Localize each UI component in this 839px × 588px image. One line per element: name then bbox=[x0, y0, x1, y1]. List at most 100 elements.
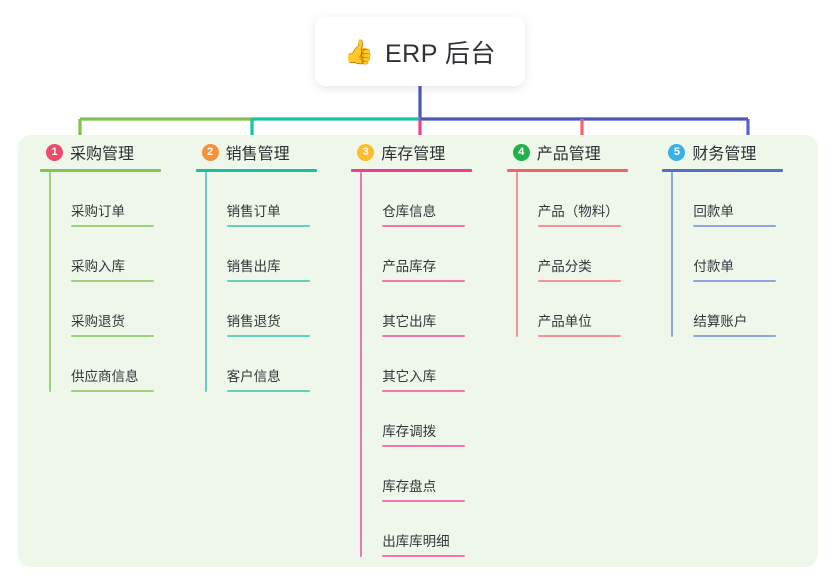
branch-item-label: 采购订单 bbox=[71, 204, 125, 220]
branch-item[interactable]: 采购退货 bbox=[49, 282, 196, 337]
branch-spine bbox=[360, 172, 363, 557]
branch-item-label: 付款单 bbox=[693, 259, 734, 275]
branch-item-rule bbox=[537, 280, 621, 282]
branch-item-list: 回款单付款单结算账户 bbox=[662, 172, 818, 337]
branch-item[interactable]: 销售退货 bbox=[205, 282, 352, 337]
branch-item-label: 结算账户 bbox=[693, 314, 748, 330]
branch-item-rule bbox=[71, 225, 154, 227]
branch-item[interactable]: 产品库存 bbox=[360, 227, 507, 282]
branch-item-label: 产品分类 bbox=[537, 259, 592, 275]
branch-item-rule bbox=[693, 280, 777, 282]
branch-item[interactable]: 其它出库 bbox=[360, 282, 507, 337]
branch-column-4: 4 产品管理产品（物料） 产品分类产品单位 bbox=[506, 135, 663, 567]
branch-item[interactable]: 库存调拨 bbox=[360, 392, 507, 447]
branch-item-rule bbox=[537, 225, 621, 227]
branch-number-badge: 4 bbox=[512, 143, 530, 161]
branch-spine bbox=[49, 172, 51, 392]
branch-spine bbox=[204, 172, 207, 392]
branch-item-rule bbox=[71, 280, 154, 282]
branch-item-rule bbox=[537, 335, 621, 337]
branch-item-rule bbox=[382, 225, 466, 227]
branch-item-label: 其它出库 bbox=[382, 314, 437, 330]
branch-item-rule bbox=[226, 335, 310, 337]
branches-panel bbox=[18, 135, 818, 567]
branch-title: 销售管理 bbox=[225, 146, 290, 163]
branch-item-rule bbox=[693, 335, 777, 337]
branch-item-label: 库存调拨 bbox=[382, 424, 437, 440]
branch-item[interactable]: 销售出库 bbox=[205, 227, 352, 282]
branch-title: 采购管理 bbox=[70, 146, 135, 163]
root-node[interactable]: 👍 ERP 后台 bbox=[315, 17, 525, 86]
branch-spine bbox=[671, 172, 674, 337]
branch-item[interactable]: 产品分类 bbox=[516, 227, 663, 282]
branch-number-badge: 2 bbox=[201, 143, 219, 161]
branch-header-rule bbox=[662, 169, 784, 172]
branch-item-label: 产品单位 bbox=[537, 314, 592, 330]
branch-item-rule bbox=[226, 280, 310, 282]
branch-item[interactable]: 库存盘点 bbox=[360, 447, 507, 502]
branch-item[interactable]: 结算账户 bbox=[671, 282, 818, 337]
branch-column-2: 2 销售管理销售订单销售出库销售退货客户信息 bbox=[195, 135, 352, 567]
branch-item-rule bbox=[382, 390, 466, 392]
branch-item-label: 产品库存 bbox=[382, 259, 437, 275]
branch-item-label: 采购退货 bbox=[71, 314, 125, 330]
branch-item-label: 客户信息 bbox=[226, 369, 281, 385]
branch-item[interactable]: 仓库信息 bbox=[360, 172, 507, 227]
branch-header-rule bbox=[506, 169, 628, 172]
branch-item-label: 仓库信息 bbox=[382, 204, 437, 220]
branch-item-label: 采购入库 bbox=[71, 259, 125, 275]
branch-item[interactable]: 产品（物料） bbox=[516, 172, 663, 227]
branch-item-rule bbox=[693, 225, 777, 227]
branch-item-label: 产品（物料） bbox=[537, 204, 619, 220]
branch-item[interactable]: 采购订单 bbox=[49, 172, 196, 227]
branch-header-rule bbox=[40, 169, 161, 172]
branch-title: 产品管理 bbox=[536, 146, 601, 163]
branch-column-5: 5 财务管理回款单付款单结算账户 bbox=[662, 135, 818, 567]
branch-item-label: 供应商信息 bbox=[71, 369, 139, 385]
branch-header-rule bbox=[195, 169, 317, 172]
branch-item-rule bbox=[71, 335, 154, 337]
branch-item-label: 回款单 bbox=[693, 204, 734, 220]
thumbs-up-icon: 👍 bbox=[344, 37, 374, 66]
branch-item-label: 销售出库 bbox=[226, 259, 281, 275]
branch-item-rule bbox=[382, 445, 466, 447]
branch-item-rule bbox=[382, 500, 466, 502]
branch-number-badge: 3 bbox=[357, 143, 375, 161]
branch-title: 财务管理 bbox=[692, 146, 757, 163]
branch-item[interactable]: 付款单 bbox=[671, 227, 818, 282]
branch-header-4[interactable]: 4 产品管理 bbox=[507, 135, 663, 169]
branch-item-list: 产品（物料） 产品分类产品单位 bbox=[507, 172, 663, 337]
branch-item[interactable]: 销售订单 bbox=[205, 172, 352, 227]
branch-number-badge: 5 bbox=[668, 143, 686, 161]
branch-item[interactable]: 客户信息 bbox=[205, 337, 352, 392]
branch-item-rule bbox=[382, 280, 466, 282]
branch-item[interactable]: 回款单 bbox=[671, 172, 818, 227]
branch-item[interactable]: 采购入库 bbox=[49, 227, 196, 282]
branch-item-rule bbox=[71, 390, 154, 392]
branch-item-rule bbox=[226, 225, 310, 227]
branch-item-label: 出库库明细 bbox=[382, 534, 450, 550]
branch-header-5[interactable]: 5 财务管理 bbox=[662, 135, 818, 169]
branch-spine bbox=[515, 172, 518, 337]
branch-item-rule bbox=[226, 390, 310, 392]
branch-item-rule bbox=[382, 335, 466, 337]
root-node-label: ERP 后台 bbox=[384, 39, 496, 68]
branch-item-label: 其它入库 bbox=[382, 369, 437, 385]
root-node-content: 👍 ERP 后台 bbox=[344, 34, 496, 70]
branch-item[interactable]: 产品单位 bbox=[516, 282, 663, 337]
branch-item-label: 销售订单 bbox=[226, 204, 281, 220]
branch-header-2[interactable]: 2 销售管理 bbox=[196, 135, 352, 169]
branch-item-list: 仓库信息产品库存其它出库其它入库库存调拨库存盘点出库库明细 bbox=[351, 172, 507, 557]
branch-item[interactable]: 其它入库 bbox=[360, 337, 507, 392]
branch-item[interactable]: 出库库明细 bbox=[360, 502, 507, 557]
branch-header-rule bbox=[351, 169, 473, 172]
branch-item-list: 销售订单销售出库销售退货客户信息 bbox=[196, 172, 352, 392]
branch-item-label: 销售退货 bbox=[226, 314, 281, 330]
branch-item[interactable]: 供应商信息 bbox=[49, 337, 196, 392]
branch-item-rule bbox=[382, 555, 466, 557]
